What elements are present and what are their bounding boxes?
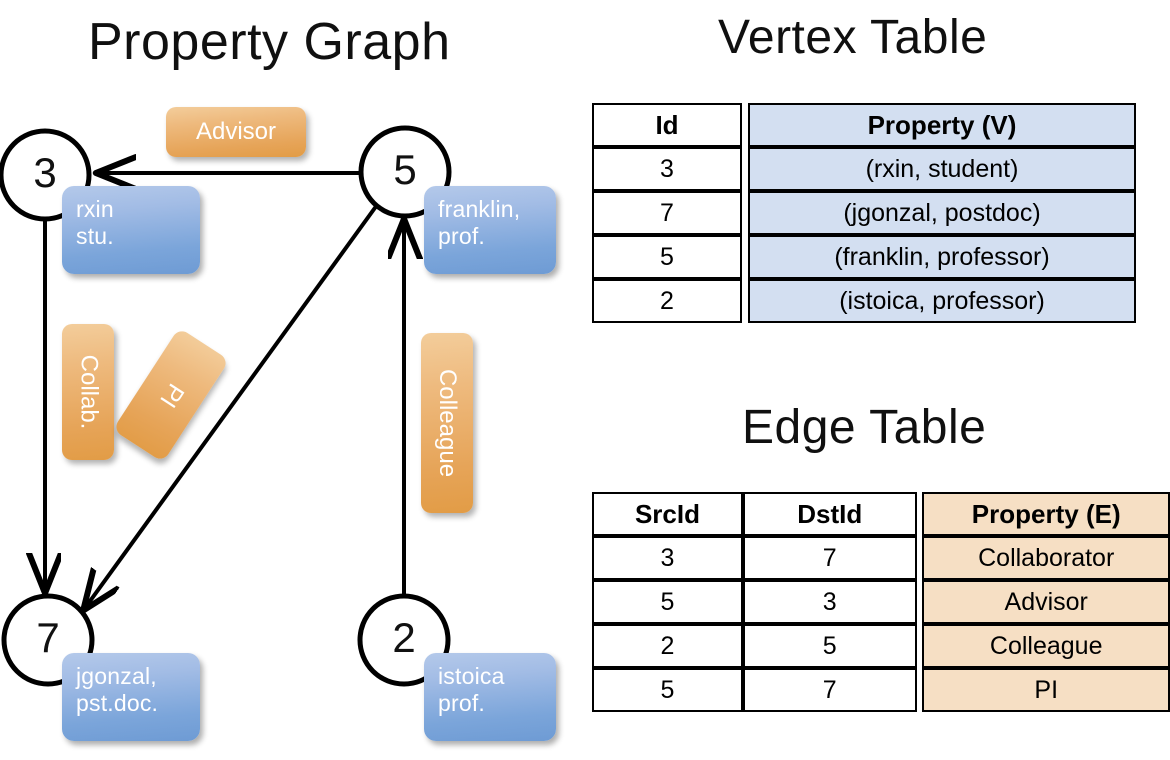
edge-row-3-srcid: 5 bbox=[592, 668, 743, 712]
edge-row-0-property: Collaborator bbox=[922, 536, 1170, 580]
column-gap bbox=[916, 624, 923, 668]
edge-label-advisor: Advisor bbox=[166, 107, 306, 157]
edge-row-0-dstid: 7 bbox=[742, 536, 917, 580]
table-row: 5 3 Advisor bbox=[592, 580, 1170, 624]
edge-label-pi-text: PI bbox=[153, 378, 189, 413]
vertex-property-role-7: pst.doc. bbox=[76, 690, 159, 717]
table-header-row: Id Property (V) bbox=[592, 103, 1136, 147]
vertex-row-0-id: 3 bbox=[592, 147, 742, 191]
vertex-property-box-2: istoica prof. bbox=[424, 653, 556, 741]
edge-label-colleague: Colleague bbox=[421, 333, 473, 513]
vertex-row-1-id: 7 bbox=[592, 191, 742, 235]
edge-row-3-dstid: 7 bbox=[742, 668, 917, 712]
table-row: 5 (franklin, professor) bbox=[592, 235, 1136, 279]
vertex-property-name-5: franklin, bbox=[438, 196, 521, 222]
edge-label-colleague-text: Colleague bbox=[434, 368, 461, 478]
table-header-row: SrcId DstId Property (E) bbox=[592, 492, 1170, 536]
column-gap bbox=[742, 235, 748, 279]
edge-table-header-dstid: DstId bbox=[742, 492, 917, 536]
column-gap bbox=[916, 580, 923, 624]
vertex-row-2-property: (franklin, professor) bbox=[748, 235, 1136, 279]
edge-row-2-property: Colleague bbox=[922, 624, 1170, 668]
edge-row-2-dstid: 5 bbox=[742, 624, 917, 668]
vertex-property-box-3: rxin stu. bbox=[62, 186, 200, 274]
edge-table-header-property: Property (E) bbox=[922, 492, 1170, 536]
vertex-table: Id Property (V) 3 (rxin, student) 7 (jgo… bbox=[592, 103, 1136, 323]
table-row: 2 (istoica, professor) bbox=[592, 279, 1136, 323]
edge-label-collab-text: Collab. bbox=[75, 354, 102, 430]
page-title-property-graph: Property Graph bbox=[88, 13, 451, 71]
table-row: 5 7 PI bbox=[592, 668, 1170, 712]
vertex-property-name-3: rxin bbox=[76, 196, 114, 222]
edge-row-1-srcid: 5 bbox=[592, 580, 743, 624]
vertex-row-2-id: 5 bbox=[592, 235, 742, 279]
edge-row-1-dstid: 3 bbox=[742, 580, 917, 624]
edge-row-2-srcid: 2 bbox=[592, 624, 743, 668]
table-row: 7 (jgonzal, postdoc) bbox=[592, 191, 1136, 235]
vertex-table-header-property: Property (V) bbox=[748, 103, 1136, 147]
page-title-edge-table: Edge Table bbox=[742, 401, 987, 454]
edge-label-collab: Collab. bbox=[62, 324, 114, 460]
edge-table-header-srcid: SrcId bbox=[592, 492, 743, 536]
vertex-property-box-5: franklin, prof. bbox=[424, 186, 556, 274]
column-gap bbox=[916, 492, 923, 536]
vertex-row-3-property: (istoica, professor) bbox=[748, 279, 1136, 323]
edge-row-0-srcid: 3 bbox=[592, 536, 743, 580]
edge-table: SrcId DstId Property (E) 3 7 Collaborato… bbox=[592, 492, 1170, 712]
table-row: 2 5 Colleague bbox=[592, 624, 1170, 668]
vertex-table-header-id: Id bbox=[592, 103, 742, 147]
edge-row-3-property: PI bbox=[922, 668, 1170, 712]
column-gap bbox=[742, 103, 748, 147]
column-gap bbox=[742, 147, 748, 191]
table-row: 3 (rxin, student) bbox=[592, 147, 1136, 191]
vertex-property-role-5: prof. bbox=[438, 223, 486, 250]
column-gap bbox=[742, 191, 748, 235]
vertex-row-0-property: (rxin, student) bbox=[748, 147, 1136, 191]
edge-label-advisor-text: Advisor bbox=[195, 118, 277, 145]
column-gap bbox=[916, 536, 923, 580]
vertex-row-1-property: (jgonzal, postdoc) bbox=[748, 191, 1136, 235]
vertex-property-role-3: stu. bbox=[76, 223, 114, 250]
vertex-property-box-7: jgonzal, pst.doc. bbox=[62, 653, 200, 741]
edge-row-1-property: Advisor bbox=[922, 580, 1170, 624]
column-gap bbox=[742, 279, 748, 323]
vertex-property-name-2: istoica bbox=[438, 663, 505, 689]
vertex-property-role-2: prof. bbox=[438, 690, 486, 717]
table-row: 3 7 Collaborator bbox=[592, 536, 1170, 580]
vertex-property-name-7: jgonzal, bbox=[76, 663, 157, 689]
column-gap bbox=[916, 668, 923, 712]
vertex-row-3-id: 2 bbox=[592, 279, 742, 323]
edge-5-to-7 bbox=[85, 203, 379, 608]
page-title-vertex-table: Vertex Table bbox=[718, 11, 988, 64]
